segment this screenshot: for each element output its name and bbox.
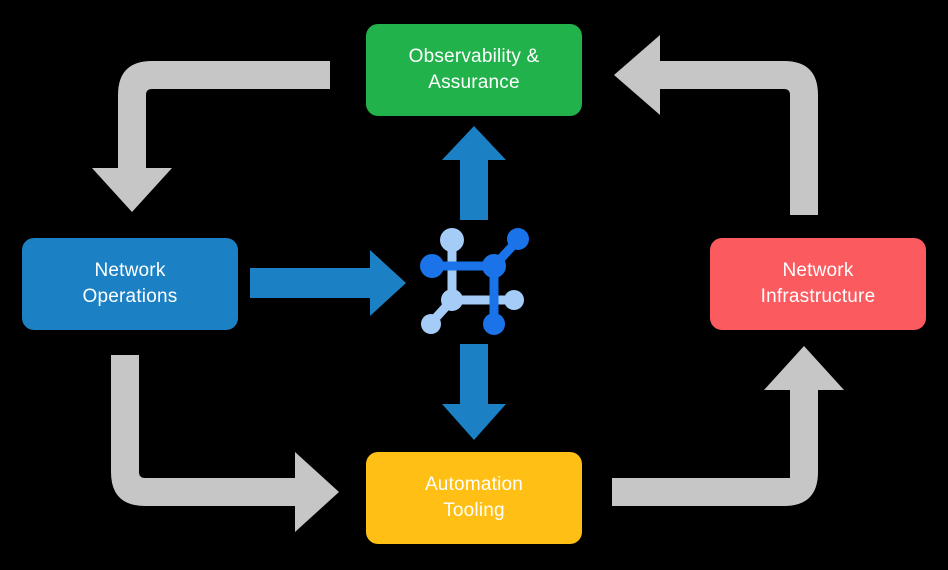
node-box-network-infrastructure[interactable]: Network Infrastructure [710,238,926,330]
node-box-network-operations[interactable]: Network Operations [22,238,238,330]
node-label-network-operations: Network Operations [82,260,178,307]
node-box-observability[interactable]: Observability & Assurance [366,24,582,116]
gray-arrow-operations-to-automation [111,355,339,532]
node-label-observability: Observability & Assurance [408,46,540,93]
network-mesh-edges [427,235,523,329]
blue-arrow-center-to-observability [442,126,506,220]
node-label-automation-tooling: Automation Tooling [424,474,524,521]
blue-arrow-operations-to-center [250,250,406,316]
gray-arrow-observability-to-operations [92,61,330,212]
gray-arrow-automation-to-infrastructure [612,346,844,506]
blue-arrow-center-to-automation [442,344,506,440]
gray-arrow-infrastructure-to-observability [614,35,818,215]
node-box-automation-tooling[interactable]: Automation Tooling [366,452,582,544]
node-label-network-infrastructure: Network Infrastructure [760,260,876,307]
network-mesh-nodes [420,228,529,335]
